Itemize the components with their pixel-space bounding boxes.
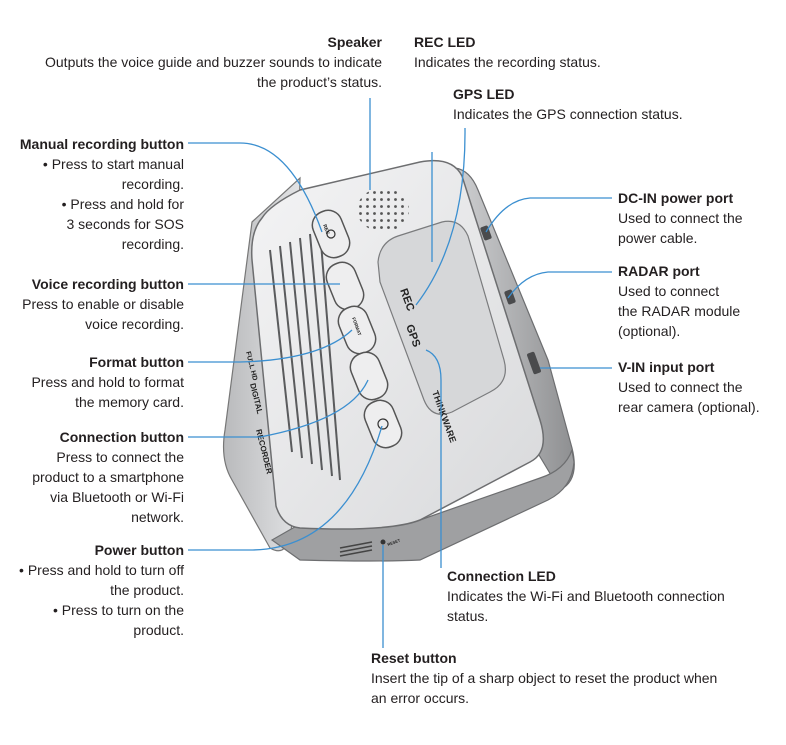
reset-desc: Insert the tip of a sharp object to rese…: [371, 670, 718, 706]
radar-port-shape: [504, 289, 516, 305]
callout-reset-button: Reset button Insert the tip of a sharp o…: [371, 648, 717, 708]
connection-button-title: Connection button: [59, 429, 184, 445]
connection-button-shape: [349, 351, 389, 401]
voice-recording-title: Voice recording button: [31, 276, 184, 292]
callout-power-button: Power button • Press and hold to turn of…: [19, 540, 184, 640]
callout-dc-in-power-port: DC-IN power port Used to connect the pow…: [618, 188, 743, 248]
leader-radar: [507, 271, 612, 299]
format-title: Format button: [89, 354, 184, 370]
connection-button-desc: Press to connect the product to a smartp…: [32, 449, 184, 525]
leader-lines: [188, 98, 612, 648]
speaker-grill: [357, 188, 409, 232]
callout-gps-led: GPS LED Indicates the GPS connection sta…: [453, 84, 683, 124]
callout-v-in-input-port: V-IN input port Used to connect the rear…: [618, 357, 760, 417]
v-in-desc: Used to connect the rear camera (optiona…: [618, 379, 760, 415]
v-in-title: V-IN input port: [618, 359, 715, 375]
reset-label: RESET: [387, 537, 402, 546]
power-button-shape: [363, 399, 403, 449]
reset-hole: [380, 539, 386, 545]
leader-connection: [188, 379, 369, 438]
dc-in-title: DC-IN power port: [618, 190, 734, 206]
gps-led-title: GPS LED: [453, 86, 515, 102]
power-desc: • Press and hold to turn off the product…: [19, 562, 184, 638]
bottom-vent: [339, 541, 373, 557]
leader-dc-in: [485, 197, 612, 233]
reset-title: Reset button: [371, 650, 457, 666]
leader-format: [188, 329, 353, 363]
v-in-port-shape: [527, 351, 541, 375]
callout-manual-recording-button: Manual recording button • Press to start…: [0, 134, 184, 254]
radar-desc: Used to connect the RADAR module (option…: [618, 283, 741, 339]
manual-recording-desc: • Press to start manual recording. • Pre…: [42, 156, 184, 252]
callout-radar-port: RADAR port Used to connect the RADAR mod…: [618, 261, 740, 341]
connection-led-title: Connection LED: [447, 568, 556, 584]
rec-button-shape: [311, 209, 351, 259]
leader-power: [188, 425, 383, 551]
callout-connection-button: Connection button Press to connect the p…: [32, 427, 184, 527]
callout-format-button: Format button Press and hold to format t…: [31, 352, 184, 412]
leader-manual-recording: [188, 142, 323, 233]
speaker-title: Speaker: [327, 34, 382, 50]
format-button-label: FORMAT: [351, 317, 362, 337]
rec-led-title: REC LED: [414, 34, 476, 50]
gps-led-desc: Indicates the GPS connection status.: [453, 106, 683, 122]
leader-gps-led: [415, 127, 466, 306]
format-desc: Press and hold to format the memory card…: [31, 374, 184, 410]
manual-recording-title: Manual recording button: [19, 136, 184, 152]
callout-connection-led: Connection LED Indicates the Wi-Fi and B…: [447, 566, 725, 626]
rec-led-desc: Indicates the recording status.: [414, 54, 601, 70]
callout-speaker: Speaker Outputs the voice guide and buzz…: [45, 32, 382, 92]
radar-title: RADAR port: [618, 263, 700, 279]
dc-in-port-shape: [480, 225, 492, 241]
power-title: Power button: [94, 542, 184, 558]
dc-in-desc: Used to connect the power cable.: [618, 210, 743, 246]
speaker-desc: Outputs the voice guide and buzzer sound…: [45, 54, 382, 90]
connection-led-desc: Indicates the Wi-Fi and Bluetooth connec…: [447, 588, 725, 624]
led-panel: [377, 220, 506, 415]
callout-rec-led: REC LED Indicates the recording status.: [414, 32, 601, 72]
voice-recording-desc: Press to enable or disable voice recordi…: [22, 296, 184, 332]
leader-connection-led: [425, 349, 442, 568]
callout-voice-recording-button: Voice recording button Press to enable o…: [22, 274, 184, 334]
button-column: [311, 209, 403, 449]
rec-button-label: REC: [321, 224, 330, 236]
side-ports: [480, 225, 541, 375]
